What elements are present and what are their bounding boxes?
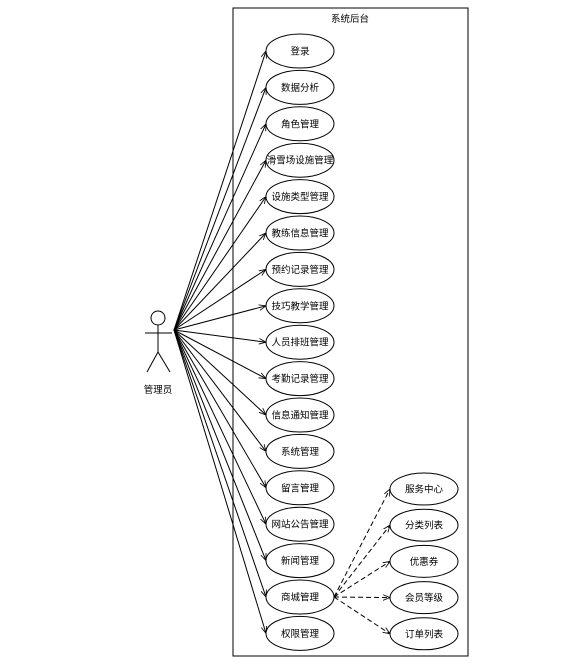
use-case-ellipse (265, 106, 335, 142)
sub-use-case: 服务中心 (389, 472, 459, 506)
use-case-ellipse (265, 69, 335, 105)
association-line (173, 233, 266, 331)
use-case-label: 权限管理 (281, 628, 320, 640)
sub-use-case: 分类列表 (389, 508, 459, 542)
use-case-label: 设施类型管理 (271, 191, 329, 203)
use-case-ellipse (265, 361, 335, 397)
system-boundary (232, 7, 469, 657)
association-line (173, 329, 266, 379)
association-line (173, 329, 266, 524)
use-case-ellipse (265, 251, 335, 287)
actor-label: 管理员 (144, 384, 173, 396)
association-line (173, 51, 266, 331)
use-case-ellipse (265, 142, 335, 178)
use-case: 系统管理 (265, 433, 335, 469)
sub-use-case: 会员等级 (389, 581, 459, 615)
use-case-ellipse (265, 288, 335, 324)
association-line (173, 329, 266, 415)
association-line (173, 124, 266, 331)
sub-use-case: 优惠券 (389, 544, 459, 578)
use-case-label: 网站公告管理 (271, 519, 329, 531)
use-case: 角色管理 (265, 106, 335, 142)
use-case: 滑雪场设施管理 (265, 142, 335, 178)
use-case-label: 预约记录管理 (271, 264, 329, 276)
association-lines (173, 51, 267, 633)
use-case-label: 数据分析 (281, 82, 320, 94)
extension-line (333, 489, 390, 598)
actor-figure (145, 310, 172, 373)
association-line (173, 197, 266, 331)
use-case-ellipse (265, 397, 335, 433)
use-case-label: 技巧教学管理 (271, 300, 329, 312)
use-case-ellipse (265, 506, 335, 542)
association-line (173, 329, 266, 342)
sub-use-case-ellipse (389, 617, 459, 651)
use-case-label: 人员排班管理 (271, 337, 329, 349)
association-line (173, 269, 266, 331)
sub-use-case-label: 优惠券 (410, 556, 439, 568)
use-case: 权限管理 (265, 615, 335, 651)
use-case-ellipse (265, 215, 335, 251)
sub-use-case-ellipse (389, 581, 459, 615)
use-case-ellipse (265, 179, 335, 215)
use-case: 登录 (265, 33, 335, 69)
association-line (173, 329, 266, 633)
use-case-ellipse (265, 433, 335, 469)
sub-use-case-label: 服务中心 (405, 484, 444, 496)
use-case-label: 角色管理 (281, 118, 320, 130)
use-case-label: 信息通知管理 (271, 410, 329, 422)
association-line (173, 329, 266, 488)
association-line (173, 160, 266, 331)
extension-line (333, 525, 390, 598)
use-case-ellipse (265, 33, 335, 69)
use-case: 预约记录管理 (265, 251, 335, 287)
sub-use-case-ellipse (389, 472, 459, 506)
use-case: 教练信息管理 (265, 215, 335, 251)
sub-use-case-label: 订单列表 (405, 628, 444, 640)
use-case: 信息通知管理 (265, 397, 335, 433)
use-case: 网站公告管理 (265, 506, 335, 542)
use-case: 考勤记录管理 (265, 361, 335, 397)
use-case-group: 登录数据分析角色管理滑雪场设施管理设施类型管理教练信息管理预约记录管理技巧教学管… (265, 33, 335, 651)
use-case: 设施类型管理 (265, 179, 335, 215)
extension-lines (333, 489, 390, 634)
use-case: 数据分析 (265, 69, 335, 105)
use-case-ellipse (265, 324, 335, 360)
use-case: 新闻管理 (265, 543, 335, 579)
system-title: 系统后台 (331, 13, 369, 25)
extension-line (333, 596, 390, 634)
use-case-label: 系统管理 (281, 446, 320, 458)
association-line (173, 329, 266, 451)
use-case-label: 商城管理 (281, 592, 320, 604)
association-line (173, 329, 266, 597)
use-case-label: 新闻管理 (281, 555, 320, 567)
sub-use-case-ellipse (389, 508, 459, 542)
use-case: 人员排班管理 (265, 324, 335, 360)
association-line (173, 87, 266, 331)
use-case: 技巧教学管理 (265, 288, 335, 324)
use-case-label: 登录 (290, 47, 310, 58)
extension-line (333, 561, 390, 598)
use-case-ellipse (265, 615, 335, 651)
sub-use-case-ellipse (389, 544, 459, 578)
use-case-label: 滑雪场设施管理 (267, 155, 334, 167)
use-case: 商城管理 (265, 579, 335, 615)
association-line (173, 329, 267, 561)
use-case: 留言管理 (265, 470, 335, 506)
sub-use-case-label: 会员等级 (405, 592, 444, 604)
use-case-ellipse (265, 470, 335, 506)
use-case-label: 教练信息管理 (271, 228, 329, 240)
use-case-label: 留言管理 (281, 482, 320, 494)
sub-use-case: 订单列表 (389, 617, 459, 651)
extension-line (333, 597, 390, 598)
sub-use-case-label: 分类列表 (405, 520, 444, 532)
use-case-ellipse (265, 543, 335, 579)
use-case-label: 考勤记录管理 (271, 373, 329, 385)
association-line (173, 306, 266, 331)
